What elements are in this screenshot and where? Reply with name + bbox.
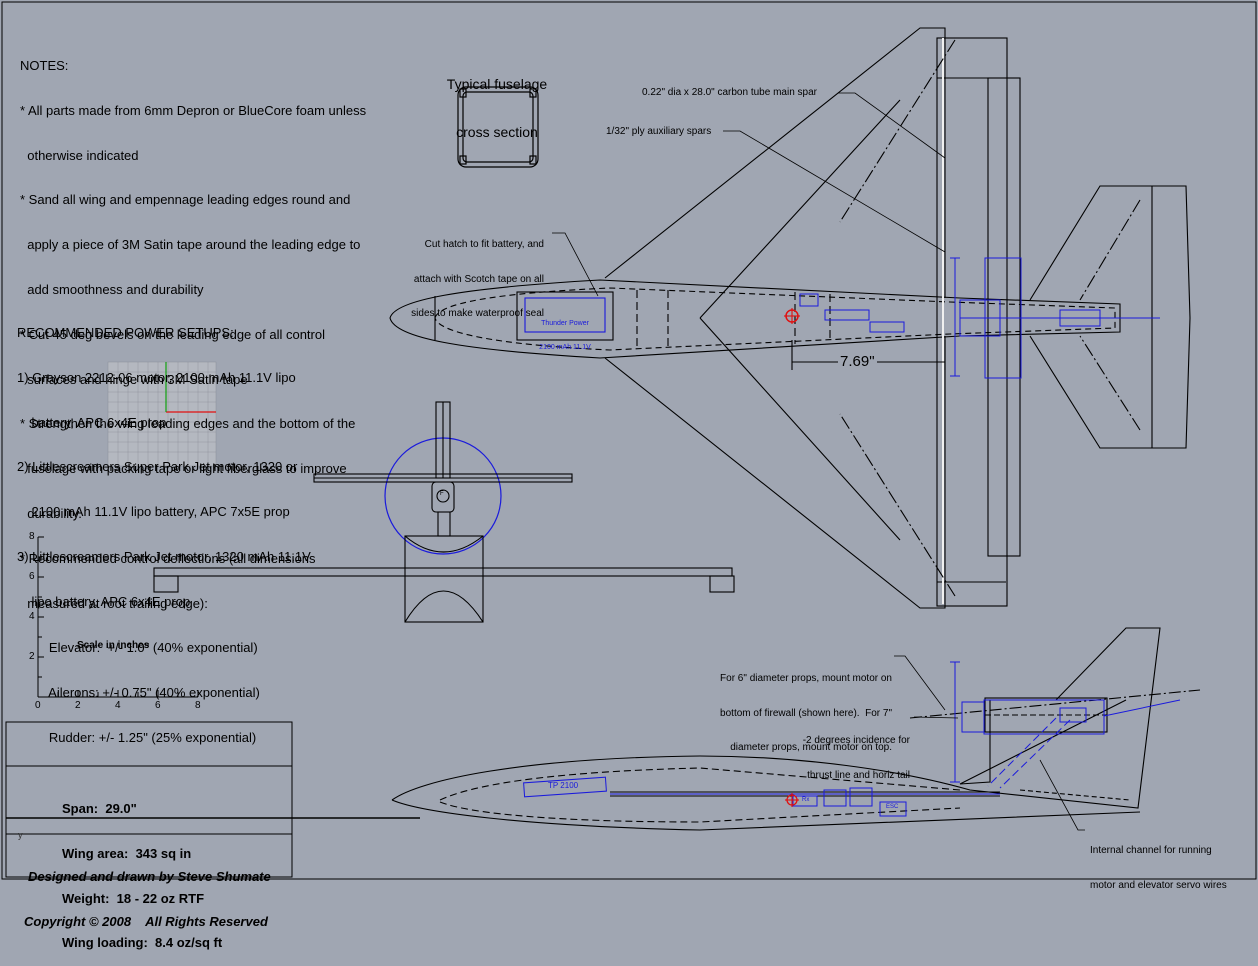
front-view-drawing bbox=[153, 401, 735, 623]
scale-y-tick: 8 bbox=[29, 531, 35, 542]
notes-line: add smoothness and durability bbox=[20, 281, 204, 297]
notes-line: Ailerons: +/- 0.75" (40% exponential) bbox=[20, 685, 260, 701]
scale-y-tick: 2 bbox=[29, 651, 35, 662]
power-line: 2100 mAh 11.1V lipo battery, APC 7x5E pr… bbox=[17, 504, 290, 520]
incidence-callout-line: -2 degrees incidence for bbox=[802, 735, 910, 746]
cross-section-title-line: Typical fuselage bbox=[446, 76, 548, 93]
tp-battery-label: TP 2100 bbox=[548, 781, 579, 790]
hatch-callout-line: attach with Scotch tape on all bbox=[413, 273, 544, 285]
scale-y-tick: 4 bbox=[29, 611, 35, 622]
scale-ruler bbox=[37, 536, 199, 698]
notes-block: NOTES: * All parts made from 6mm Depron … bbox=[20, 29, 366, 761]
power-line: lipo battery, APC 6x4E prop bbox=[17, 593, 191, 609]
channel-callout-line: Internal channel for running bbox=[1090, 845, 1212, 856]
notes-line: Elevator: +/- 1.0" (40% exponential) bbox=[20, 640, 258, 656]
hatch-callout-line: sides to make waterproof seal bbox=[411, 308, 544, 319]
esc-label: ESC bbox=[886, 804, 899, 810]
power-line: 3) Littlescreamers Park Jet motor, 1320 … bbox=[17, 548, 311, 564]
notes-line: * Sand all wing and empennage leading ed… bbox=[20, 192, 351, 208]
notes-line: fuselage with packing tape or light fibe… bbox=[20, 461, 347, 477]
scale-x-tick: 0 bbox=[35, 700, 41, 711]
drawing-canvas bbox=[1, 1, 1257, 880]
channel-callout-line: motor and elevator servo wires bbox=[1090, 879, 1227, 891]
props-callout-line: diameter props, mount motor on top. bbox=[730, 742, 892, 753]
notes-line: * Strengthen the wing leading edges and … bbox=[20, 416, 356, 432]
title-block bbox=[5, 721, 420, 878]
spec-area: Wing area: 343 sq in bbox=[62, 845, 192, 861]
notes-heading: NOTES: bbox=[20, 57, 69, 73]
notes-line: surfaces and hinge with 3M Satin tape bbox=[20, 371, 248, 387]
power-heading: RECOMMENDED POWER SETUPS: bbox=[17, 324, 234, 340]
credit-author: Designed and drawn by Steve Shumate bbox=[28, 868, 271, 884]
scale-x-tick: 2 bbox=[75, 700, 81, 711]
main-spar-callout: 0.22" dia x 28.0" carbon tube main spar bbox=[642, 87, 817, 98]
notes-line: * Cut 45 deg bevels on the leading edge … bbox=[20, 326, 325, 342]
credit-copyright: Copyright © 2008 All Rights Reserved bbox=[24, 913, 268, 929]
firewall-label: F bbox=[440, 491, 444, 497]
power-line: 1) Grayson 2212-06 motor, 2100 mAh 11.1V… bbox=[17, 369, 296, 385]
cross-section-drawing bbox=[457, 86, 539, 168]
cross-section-title: Typical fuselage cross section bbox=[440, 44, 554, 157]
scale-x-tick: 8 bbox=[195, 700, 201, 711]
sheet-border bbox=[1, 1, 1257, 880]
props-callout-line: For 6" diameter props, mount motor on bbox=[720, 673, 892, 684]
rx-label: Rx bbox=[802, 797, 810, 803]
notes-line: * All parts made from 6mm Depron or Blue… bbox=[20, 102, 367, 118]
leader-lines bbox=[552, 92, 1085, 831]
notes-line: measured at root trailing edge): bbox=[20, 595, 208, 611]
hatch-callout: Cut hatch to fit battery, and attach wit… bbox=[402, 216, 544, 331]
notes-line: apply a piece of 3M Satin tape around th… bbox=[20, 237, 361, 253]
props-callout: For 6" diameter props, mount motor on bo… bbox=[704, 650, 892, 765]
incidence-callout: -2 degrees incidence for thrust line and… bbox=[790, 712, 910, 793]
aux-spars-callout: 1/32" ply auxiliary spars bbox=[606, 126, 712, 137]
scale-title: Scale in inches bbox=[77, 640, 150, 651]
battery-label: Thunder Power 2100 mAh 11.1V bbox=[526, 304, 604, 360]
spec-span: Span: 29.0" bbox=[62, 800, 137, 816]
power-line: battery, APC 6x4E prop bbox=[17, 414, 167, 430]
battery-label-line: Thunder Power bbox=[541, 320, 589, 328]
axis-y-label: y bbox=[18, 830, 23, 840]
cg-dimension-label: 7.69" bbox=[838, 353, 877, 371]
notes-line: otherwise indicated bbox=[20, 147, 139, 163]
credit-block: Designed and drawn by Steve Shumate Copy… bbox=[24, 840, 271, 945]
power-setups-block: RECOMMENDED POWER SETUPS: 1) Grayson 221… bbox=[17, 296, 311, 625]
scale-x-tick: 6 bbox=[155, 700, 161, 711]
hatch-callout-line: Cut hatch to fit battery, and bbox=[424, 239, 544, 250]
scale-x-tick: 4 bbox=[115, 700, 121, 711]
channel-callout: Internal channel for running motor and e… bbox=[1090, 822, 1227, 903]
scale-y-tick: 6 bbox=[29, 571, 35, 582]
grid-widget bbox=[107, 361, 217, 467]
notes-line: Rudder: +/- 1.25" (25% exponential) bbox=[20, 730, 257, 746]
cross-section-title-line: cross section bbox=[456, 124, 538, 141]
notes-line: durability. bbox=[20, 506, 82, 521]
props-callout-line: bottom of firewall (shown here). For 7" bbox=[720, 707, 892, 719]
incidence-callout-line: thrust line and horiz tail bbox=[807, 769, 910, 781]
notes-line: * Recommended control deflections (all d… bbox=[20, 550, 316, 566]
power-line: 2) Littlescreamers Super Park Jet motor,… bbox=[17, 459, 298, 475]
top-view-drawing bbox=[389, 27, 1191, 609]
battery-label-line: 2100 mAh 11.1V bbox=[539, 344, 591, 352]
side-view-drawing bbox=[391, 627, 1201, 831]
